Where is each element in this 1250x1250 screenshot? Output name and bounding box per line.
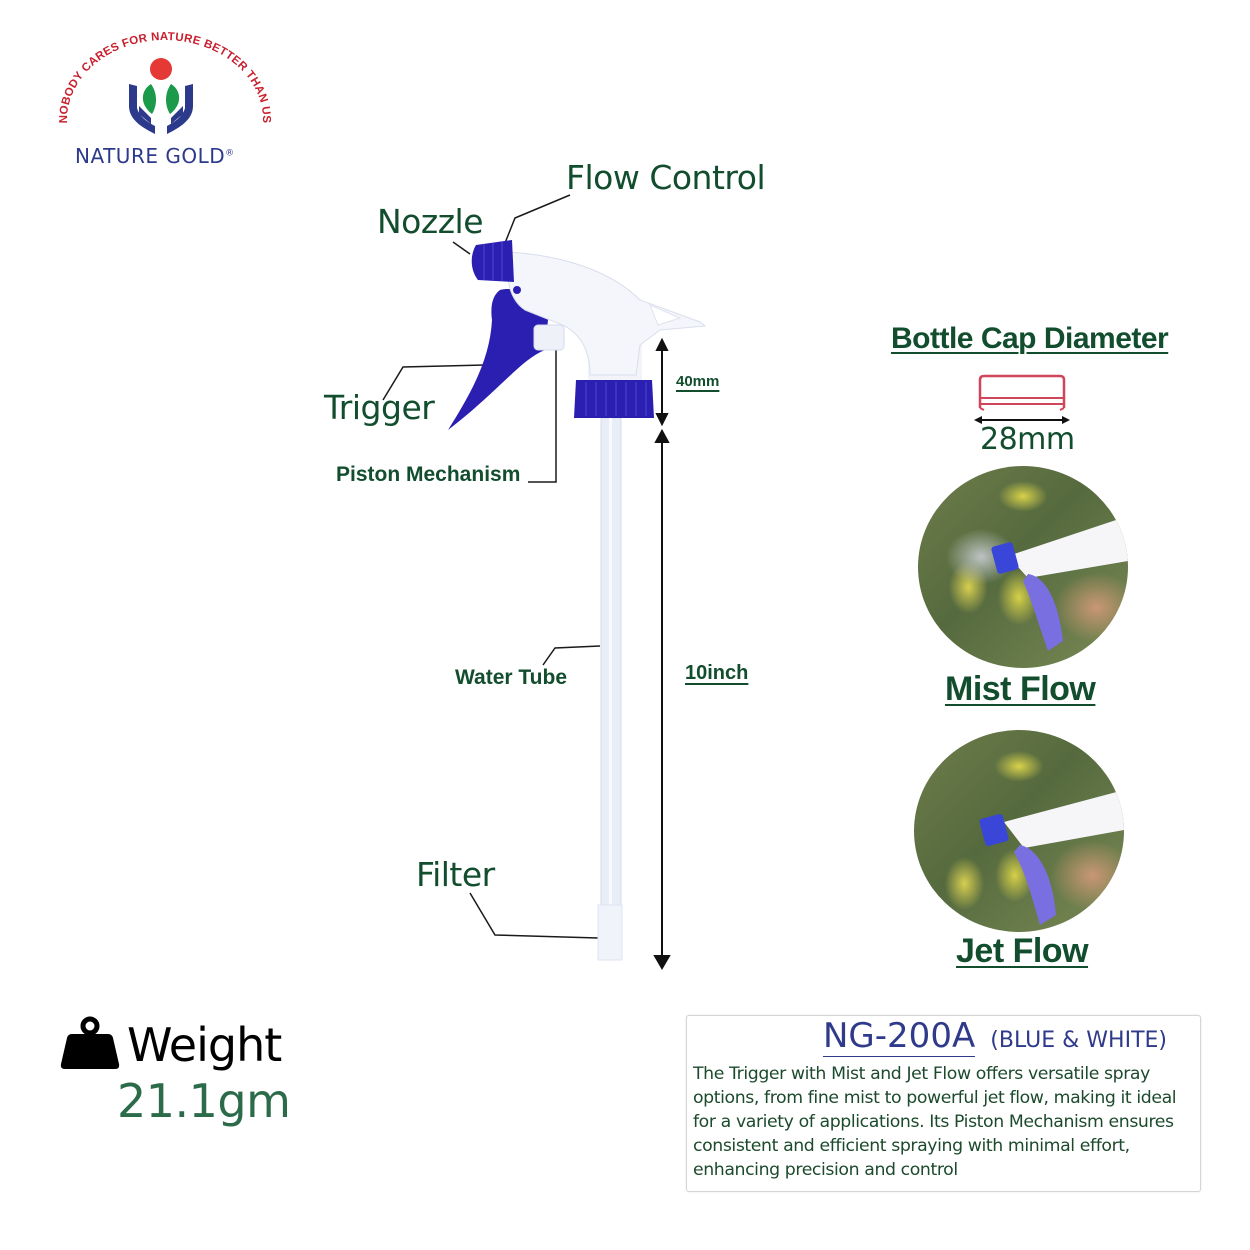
dimension-head-height: 40mm (676, 373, 720, 390)
description-text: The Trigger with Mist and Jet Flow offer… (693, 1062, 1198, 1182)
model-variant: (BLUE & WHITE) (990, 1028, 1167, 1053)
bottle-cap-icon (974, 374, 1070, 424)
mist-flow-photo (918, 466, 1128, 668)
description-line: The Trigger with Mist and Jet Flow offer… (693, 1064, 1150, 1084)
mist-flow-label: Mist Flow (945, 670, 1096, 708)
model-number: NG-200A (823, 1016, 976, 1057)
jet-flow-label: Jet Flow (956, 932, 1089, 970)
product-description-card: NG-200A (BLUE & WHITE) The Trigger with … (686, 1015, 1201, 1192)
description-line: options, from fine mist to powerful jet … (693, 1088, 1177, 1108)
label-flow-control: Flow Control (566, 158, 766, 197)
description-line: for a variety of applications. Its Pisto… (693, 1112, 1174, 1132)
registered-mark: ® (225, 148, 235, 159)
label-piston-mechanism: Piston Mechanism (336, 463, 521, 486)
brand-logo: "NOBODY CARES FOR NATURE BETTER THAN US"… (52, 19, 275, 173)
label-nozzle: Nozzle (377, 202, 484, 241)
weight-icon (60, 1016, 120, 1069)
description-line: consistent and efficient spraying with m… (693, 1136, 1130, 1156)
label-trigger: Trigger (324, 388, 435, 427)
weight-label: Weight (127, 1018, 282, 1072)
description-line: enhancing precision and control (693, 1160, 958, 1180)
brand-name: NATURE GOLD (75, 144, 226, 168)
cap-diameter-title: Bottle Cap Diameter (891, 322, 1169, 355)
cap-diameter-value: 28mm (980, 422, 1075, 457)
dimension-tube-length: 10inch (685, 662, 749, 684)
jet-flow-photo (914, 730, 1124, 932)
label-water-tube: Water Tube (455, 666, 568, 689)
weight-value: 21.1gm (117, 1074, 291, 1128)
diameter-arrow-icon (974, 416, 1070, 424)
label-filter: Filter (416, 855, 495, 894)
logo-emblem: "NOBODY CARES FOR NATURE BETTER THAN US" (52, 19, 272, 134)
